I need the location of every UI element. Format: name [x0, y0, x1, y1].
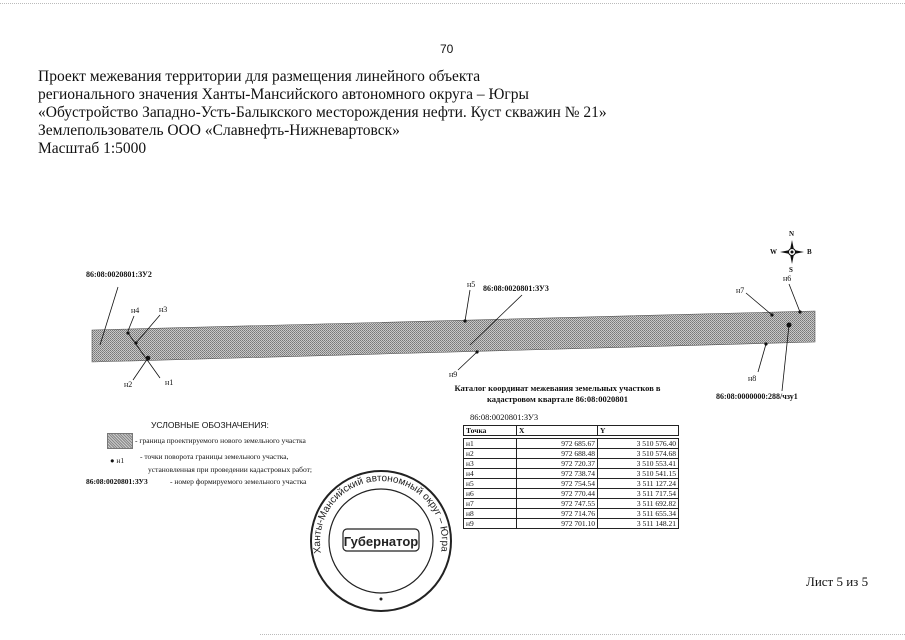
- legend-title: УСЛОВНЫЕ ОБОЗНАЧЕНИЯ:: [151, 420, 269, 430]
- page-number: 70: [440, 42, 454, 56]
- catalog-title: Каталог координат межевания земельных уч…: [454, 383, 661, 404]
- stamp: Ханты-Мансийский автономный округ – Югра…: [310, 470, 452, 612]
- point-n8: [764, 342, 768, 346]
- point-label-n7: н7: [736, 286, 745, 295]
- parcel-label-chzu1: 86:08:0000000:288/чзу1: [716, 392, 798, 401]
- compass-rose-icon: [780, 240, 804, 264]
- point-label-n2: н2: [124, 380, 133, 389]
- leader-lines: [99, 283, 801, 392]
- point-n5: [463, 319, 467, 323]
- scan-border-top: [0, 3, 905, 4]
- point-dot-icon: ●: [110, 456, 117, 465]
- land-strip: [91, 310, 816, 363]
- legend-item-parcel: - номер формируемого земельного участка: [170, 477, 307, 486]
- point-label-n5: н5: [467, 280, 476, 289]
- legend-hatch-swatch: [107, 433, 133, 449]
- point-n7: [770, 313, 774, 317]
- title-line: Проект межевания территории для размещен…: [38, 68, 481, 85]
- point-n4: [126, 331, 130, 335]
- title-line: Масштаб 1:5000: [38, 140, 147, 157]
- legend-item-boundary: - граница проектируемого нового земельно…: [135, 436, 306, 445]
- stamp-center-text: Губернатор: [344, 534, 419, 549]
- point-label-n1: н1: [165, 378, 174, 387]
- compass-e: В: [807, 248, 812, 256]
- point-n6: [798, 310, 802, 314]
- point-n3: [134, 341, 138, 345]
- point-label-n3: н3: [159, 305, 168, 314]
- point-n1: [145, 355, 151, 361]
- point-label-n8: н8: [748, 374, 757, 383]
- legend-item-points-2: установленная при проведении кадастровых…: [148, 465, 313, 474]
- title-line: Землепользователь ООО «Славнефть-Нижнева…: [38, 122, 400, 139]
- compass-s: S: [789, 266, 793, 274]
- table-header: Точка X Y: [463, 425, 679, 436]
- title-line: «Обустройство Западно-Усть-Балыкского ме…: [38, 104, 607, 121]
- document-title: Проект межевания территории для размещен…: [38, 68, 607, 158]
- point-label-n9: н9: [449, 370, 458, 379]
- compass-w: W: [770, 248, 777, 256]
- legend-point-symbol: ● н1: [110, 456, 125, 465]
- point-label-n6: н6: [783, 274, 792, 283]
- legend-item-points: - точки поворота границы земельного учас…: [140, 452, 289, 461]
- scan-border-bottom: [260, 634, 905, 635]
- compass-n: N: [789, 230, 795, 238]
- title-line: регионального значения Ханты-Мансийского…: [38, 86, 529, 103]
- point-n9: [475, 350, 479, 354]
- sheet-number: Лист 5 из 5: [806, 574, 869, 589]
- point-label-n4: н4: [131, 306, 140, 315]
- turn-points: [126, 310, 802, 361]
- legend-parcel-symbol: 86:08:0020801:ЗУ3: [86, 477, 148, 486]
- point-center: [786, 322, 792, 328]
- parcel-label-zu2: 86:08:0020801:ЗУ2: [86, 270, 152, 279]
- parcel-label-zu3: 86:08:0020801:ЗУ3: [483, 284, 549, 293]
- catalog-subtitle: 86:08:0020801:ЗУ3: [470, 412, 539, 422]
